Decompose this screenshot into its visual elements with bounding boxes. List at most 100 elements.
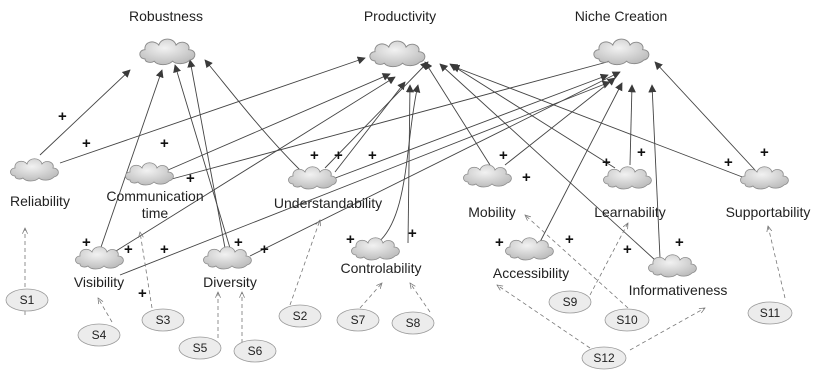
contribution-edges [39,55,756,276]
accessibility-label: Accessibility [493,265,569,281]
supportability-cloud [740,166,789,190]
edge-learnability-niche [627,84,636,166]
plus-sign: + [499,147,508,164]
strategy-s9-label: S9 [563,295,578,309]
edge-understandability-robustness [204,59,301,171]
learnability-label: Learnability [594,204,666,220]
edge-diversity-niche [249,71,621,257]
edge-s12-informativeness [629,308,705,351]
strategy-s1: S1 [5,288,49,312]
diversity-cloud [203,246,252,270]
edge-supportability-niche [654,61,756,171]
strategy-s12-label: S12 [593,351,615,365]
robustness-label: Robustness [129,8,203,24]
plus-sign: + [495,234,504,251]
edge-understandability-niche [329,73,609,181]
informativeness-cloud [648,254,697,278]
edge-informativeness-productivity [439,63,656,261]
supportability-label: Supportability [726,204,811,220]
plus-sign: + [138,285,147,302]
edge-visibility-robustness [99,69,164,251]
strategy-s1-label: S1 [20,293,35,307]
diversity-label: Diversity [203,274,257,290]
plus-sign: + [623,241,632,258]
controlability-cloud [351,237,400,261]
edge-s10-mobility [525,215,629,309]
edge-s3-communication [140,232,153,309]
edge-reliability-productivity [59,56,366,164]
strategy-s9: S9 [548,290,592,314]
mobility-label: Mobility [468,204,515,220]
plus-sign: + [565,231,574,248]
strategy-edges [25,215,786,351]
plus-sign: + [160,135,169,152]
plus-sign: + [675,234,684,251]
edge-informativeness-niche [648,84,661,259]
plus-sign: + [368,147,377,164]
edge-reliability-robustness [39,69,131,156]
productivity-label: Productivity [364,8,436,24]
strategy-s11-label: S11 [760,306,781,320]
strategy-nodes: S1 S4 S3 S5 S6 S2 S7 S8 S9 S10 S11 S12 [5,288,793,370]
plus-sign: + [334,147,343,164]
edge-diversity-robustness [173,64,231,249]
edge-communication-productivity [167,73,391,171]
plus-sign: + [186,170,195,187]
edge-visibility-productivity [107,76,396,257]
edge-s4-visibility [98,298,113,323]
edge-s11-supportability [768,226,786,299]
edge-understandability-productivity [334,81,406,173]
goal-labels: Robustness Productivity Niche Creation [129,8,667,24]
strategy-s6-label: S6 [248,344,263,358]
plus-sign: + [760,144,769,161]
accessibility-cloud [505,237,554,261]
plus-sign: + [602,154,611,171]
plus-sign: + [82,135,91,152]
strategy-s10: S10 [604,308,650,332]
strategy-s2-label: S2 [293,309,308,323]
strategy-s12: S12 [581,346,627,370]
strategy-s8-label: S8 [406,316,421,330]
plus-sign: + [408,225,417,242]
strategy-s3: S3 [141,308,185,332]
edge-s7-controlability [359,283,382,309]
strategy-s8: S8 [391,311,435,335]
edge-learnability-productivity [449,63,616,169]
communication-time-label-line1: Communication [106,188,203,204]
factor-labels: Reliability Communication time Understan… [10,188,810,298]
edge-communication-niche [167,55,623,181]
niche-creation-cloud [593,38,650,66]
edge-supportability-productivity [451,64,746,179]
edge-s8-controlability [410,283,431,313]
edge-visibility-niche [119,80,611,276]
strategy-s11: S11 [747,301,793,325]
reliability-label: Reliability [10,193,70,209]
plus-sign: + [522,169,531,186]
strategy-s6: S6 [233,339,277,363]
strategy-s5-label: S5 [193,341,208,355]
edge-s9-learnability [589,223,628,296]
understandability-label: Understandability [274,195,382,211]
strategy-s7-label: S7 [351,313,366,327]
edge-s2-understandability [289,220,320,306]
edge-mobility-productivity [424,61,491,166]
communication-time-label-line2: time [142,205,169,221]
strategy-s4-label: S4 [92,328,107,342]
strategy-s5: S5 [178,336,222,360]
edge-controlability-productivity-2 [374,84,421,246]
controlability-label: Controlability [341,260,422,276]
strategy-s2: S2 [278,304,322,328]
strategy-s10-label: S10 [616,313,638,327]
plus-sign: + [82,234,91,251]
edge-diversity-robustness-2 [187,59,226,249]
goal-clouds [139,38,650,68]
plus-sign: + [346,231,355,248]
productivity-cloud [369,40,426,68]
informativeness-label: Informativeness [629,282,728,298]
edge-s12-accessibility [497,285,591,349]
plus-sign: + [310,147,319,164]
communication-time-cloud [125,162,174,186]
plus-sign: + [234,234,243,251]
plus-sign: + [124,241,133,258]
